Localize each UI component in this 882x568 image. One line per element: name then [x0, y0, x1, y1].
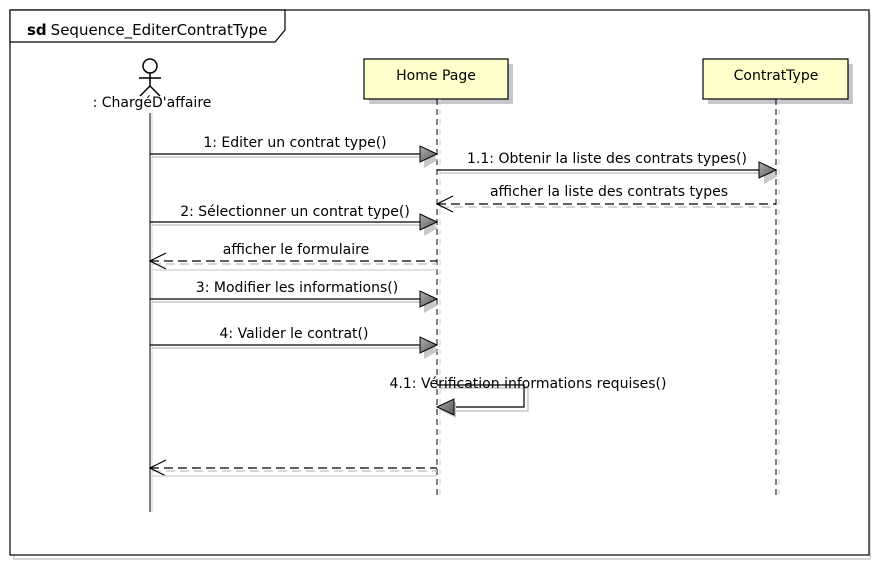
arrowhead-icon	[419, 145, 439, 163]
message-1[interactable]: 1: Editer un contrat type()	[150, 135, 439, 168]
message-4[interactable]: 4: Valider le contrat()	[150, 326, 439, 359]
open-arrowhead-icon	[435, 195, 454, 213]
frame-name: Sequence_EditerContratType	[51, 21, 268, 40]
message-label-return-formulaire: afficher le formulaire	[223, 242, 369, 258]
frame-keyword: sd	[27, 21, 47, 39]
message-label-2: 2: Sélectionner un contrat type()	[180, 204, 410, 220]
message-return-formulaire[interactable]: afficher le formulaire	[148, 242, 437, 270]
message-label-4: 4: Valider le contrat()	[220, 326, 369, 342]
arrowhead-icon	[758, 161, 778, 179]
message-return-final[interactable]	[148, 459, 437, 477]
open-arrowhead-icon	[148, 252, 167, 270]
arrowhead-icon	[419, 213, 439, 231]
message-1-1[interactable]: 1.1: Obtenir la liste des contrats types…	[437, 151, 778, 184]
message-label-3: 3: Modifier les informations()	[196, 280, 398, 296]
message-2[interactable]: 2: Sélectionner un contrat type()	[150, 204, 439, 236]
arrowhead-icon	[435, 398, 455, 416]
arrowhead-icon	[419, 336, 439, 354]
message-label-4-1: 4.1: Vérification informations requises(…	[390, 376, 667, 392]
message-label-1: 1: Editer un contrat type()	[203, 135, 386, 151]
actor-icon	[139, 58, 161, 97]
frame-tag	[9, 9, 286, 43]
arrowhead-icon	[419, 290, 439, 308]
lifeline-label-home-page: Home Page	[396, 68, 476, 84]
message-label-return-liste: afficher la liste des contrats types	[490, 184, 728, 200]
message-label-1-1: 1.1: Obtenir la liste des contrats types…	[467, 151, 747, 167]
open-arrowhead-icon	[148, 459, 167, 477]
lifeline-box-home-page[interactable]: Home Page	[363, 58, 513, 104]
actor-label: : ChargéD'affaire	[93, 95, 212, 111]
lifeline-label-contrattype: ContratType	[734, 68, 819, 84]
message-4-1-self[interactable]: 4.1: Vérification informations requises(…	[390, 376, 667, 418]
lifeline-box-contrattype[interactable]: ContratType	[702, 58, 853, 104]
message-return-liste[interactable]: afficher la liste des contrats types	[435, 184, 776, 213]
message-3[interactable]: 3: Modifier les informations()	[150, 280, 439, 313]
